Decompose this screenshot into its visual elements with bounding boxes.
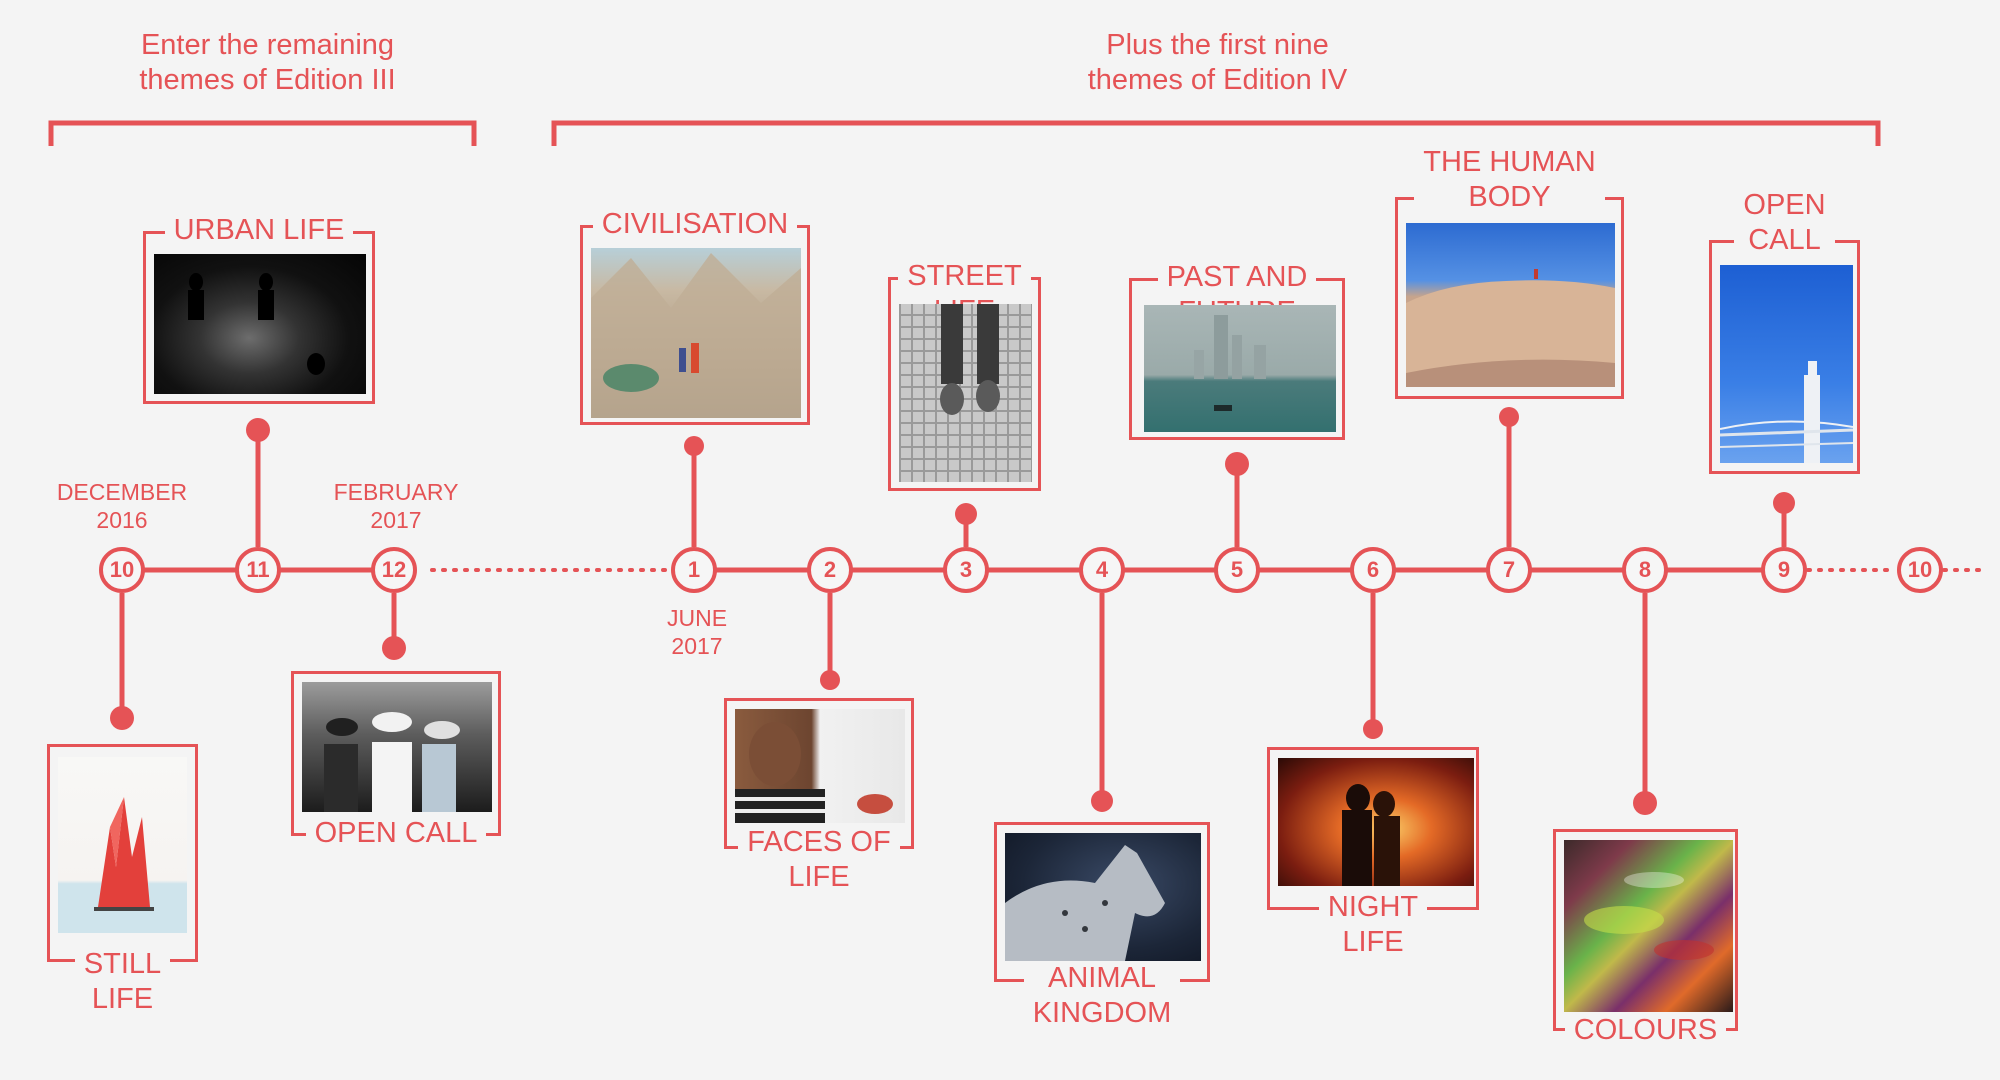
theme-card-night-life[interactable]: NIGHT LIFE: [1267, 747, 1479, 960]
dot-animal: [1091, 790, 1113, 812]
theme-card-urban-life[interactable]: URBAN LIFE: [143, 213, 375, 404]
theme-label-human-body: THE HUMAN BODY: [1414, 145, 1605, 215]
dot-civilisation: [684, 436, 704, 456]
bracket-edition-iv: [551, 120, 1881, 146]
header-edition-iii: Enter the remaining themes of Edition II…: [139, 29, 396, 96]
colour-blur-icon: [1584, 872, 1714, 960]
date-december-2016: DECEMBER 2016: [56, 479, 188, 533]
faces-of-life-photo: [735, 709, 905, 823]
red-sculpture-icon: [94, 797, 154, 911]
theme-card-past-and-future[interactable]: PAST AND FUTURE: [1129, 260, 1345, 440]
theme-label-still-life: STILL LIFE: [74, 947, 171, 1017]
dot-open-call-b: [1773, 492, 1795, 514]
theme-card-faces-of-life[interactable]: FACES OF LIFE: [724, 698, 914, 895]
theme-label-urban-life: URBAN LIFE: [164, 213, 354, 248]
dot-street: [955, 503, 977, 525]
civilisation-photo: [591, 248, 801, 418]
node-10[interactable]: 10: [99, 547, 145, 593]
date-june-2017: JUNE 2017: [666, 605, 728, 659]
theme-card-still-life[interactable]: STILL LIFE: [47, 744, 198, 1017]
theme-card-civilisation[interactable]: CIVILISATION: [580, 207, 810, 425]
human-body-photo: [1406, 223, 1615, 387]
still-life-photo: [58, 757, 187, 933]
dot-faces: [820, 670, 840, 690]
theme-label-open-call-a: OPEN CALL: [305, 816, 487, 851]
theme-label-open-call-b: OPEN CALL: [1734, 188, 1835, 258]
node-9[interactable]: 9: [1761, 547, 1807, 593]
couple-icon: [1342, 784, 1400, 886]
night-life-photo: [1278, 758, 1474, 886]
node-10-next[interactable]: 10: [1897, 547, 1943, 593]
node-4[interactable]: 4: [1079, 547, 1125, 593]
node-7[interactable]: 7: [1486, 547, 1532, 593]
theme-card-open-call-b[interactable]: OPEN CALL: [1709, 188, 1860, 474]
node-8[interactable]: 8: [1622, 547, 1668, 593]
street-life-photo: [899, 304, 1032, 482]
theme-card-open-call-a[interactable]: OPEN CALL: [291, 671, 501, 851]
theme-card-human-body[interactable]: THE HUMAN BODY: [1395, 145, 1624, 399]
theme-label-colours: COLOURS: [1564, 1013, 1727, 1048]
date-february-2017: FEBRUARY 2017: [333, 479, 459, 533]
node-3[interactable]: 3: [943, 547, 989, 593]
skyline-icon: [1194, 315, 1266, 411]
node-1[interactable]: 1: [671, 547, 717, 593]
dot-urban-life: [246, 418, 270, 442]
open-call-b-photo: [1719, 265, 1854, 463]
theme-card-street-life[interactable]: STREET LIFE: [888, 259, 1041, 491]
mountain-icon: [591, 253, 801, 418]
statue-icon: [1719, 361, 1854, 463]
theme-label-animal-kingdom: ANIMAL KINGDOM: [1023, 961, 1181, 1031]
node-6[interactable]: 6: [1350, 547, 1396, 593]
dot-past: [1225, 452, 1249, 476]
theme-label-night-life: NIGHT LIFE: [1318, 890, 1428, 960]
header-edition-iv: Plus the first nine themes of Edition IV: [1087, 29, 1348, 96]
body-landscape-icon: [1406, 269, 1615, 387]
animal-kingdom-photo: [1005, 833, 1201, 961]
open-call-a-photo: [302, 682, 492, 812]
horse-icon: [1005, 845, 1165, 961]
node-11[interactable]: 11: [235, 547, 281, 593]
node-12[interactable]: 12: [371, 547, 417, 593]
dot-still-life: [110, 706, 134, 730]
theme-card-animal-kingdom[interactable]: ANIMAL KINGDOM: [994, 822, 1210, 1031]
theme-label-faces-of-life: FACES OF LIFE: [738, 825, 900, 895]
colours-photo: [1564, 840, 1733, 1012]
silhouettes-icon: [188, 273, 325, 375]
dot-colours: [1633, 791, 1657, 815]
node-5[interactable]: 5: [1214, 547, 1260, 593]
urban-life-photo: [154, 254, 366, 394]
crowd-icon: [324, 712, 460, 812]
past-and-future-photo: [1144, 305, 1336, 432]
dot-body: [1499, 407, 1519, 427]
feet-icon: [940, 304, 1000, 415]
dot-open-call-a: [382, 636, 406, 660]
theme-card-colours[interactable]: COLOURS: [1553, 829, 1738, 1048]
node-2[interactable]: 2: [807, 547, 853, 593]
bracket-edition-iii: [48, 120, 477, 146]
portrait-icon: [735, 722, 893, 823]
theme-label-civilisation: CIVILISATION: [592, 207, 798, 242]
dot-night: [1363, 719, 1383, 739]
